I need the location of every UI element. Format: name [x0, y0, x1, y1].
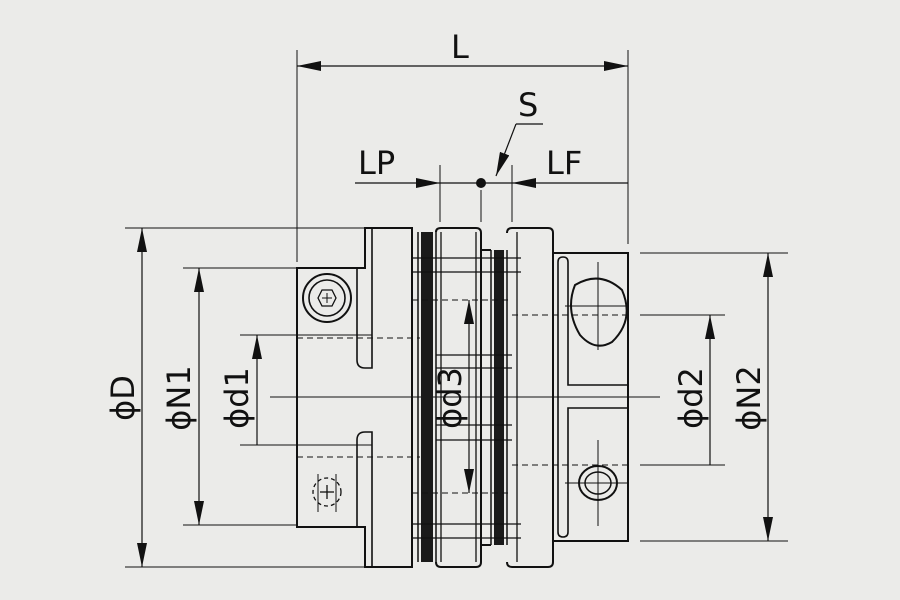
label-N1: ϕN1	[160, 365, 198, 430]
disc-bolts	[412, 257, 521, 539]
label-d1: ϕd1	[218, 367, 256, 429]
center-spacer	[435, 227, 491, 568]
dimension-lines	[137, 61, 773, 567]
label-L: L	[451, 28, 469, 66]
right-flange-hub	[506, 227, 629, 568]
label-LP: LP	[358, 144, 395, 182]
clamp-screw-bottom	[312, 474, 342, 512]
label-D: ϕD	[104, 375, 142, 421]
hidden-lines	[297, 299, 628, 494]
label-S: S	[518, 86, 538, 124]
label-LF: LF	[546, 144, 582, 182]
clamp-screw-top	[302, 273, 352, 323]
label-d3: ϕd3	[431, 367, 469, 429]
disc-pack-right	[490, 250, 508, 545]
left-clamp-hub	[296, 227, 413, 568]
dim-S-point	[476, 178, 486, 188]
flange-holes	[565, 262, 628, 526]
label-d2: ϕd2	[672, 367, 710, 429]
disc-pack-left	[417, 232, 437, 562]
label-N2: ϕN2	[730, 365, 768, 430]
extension-lines	[125, 50, 788, 568]
